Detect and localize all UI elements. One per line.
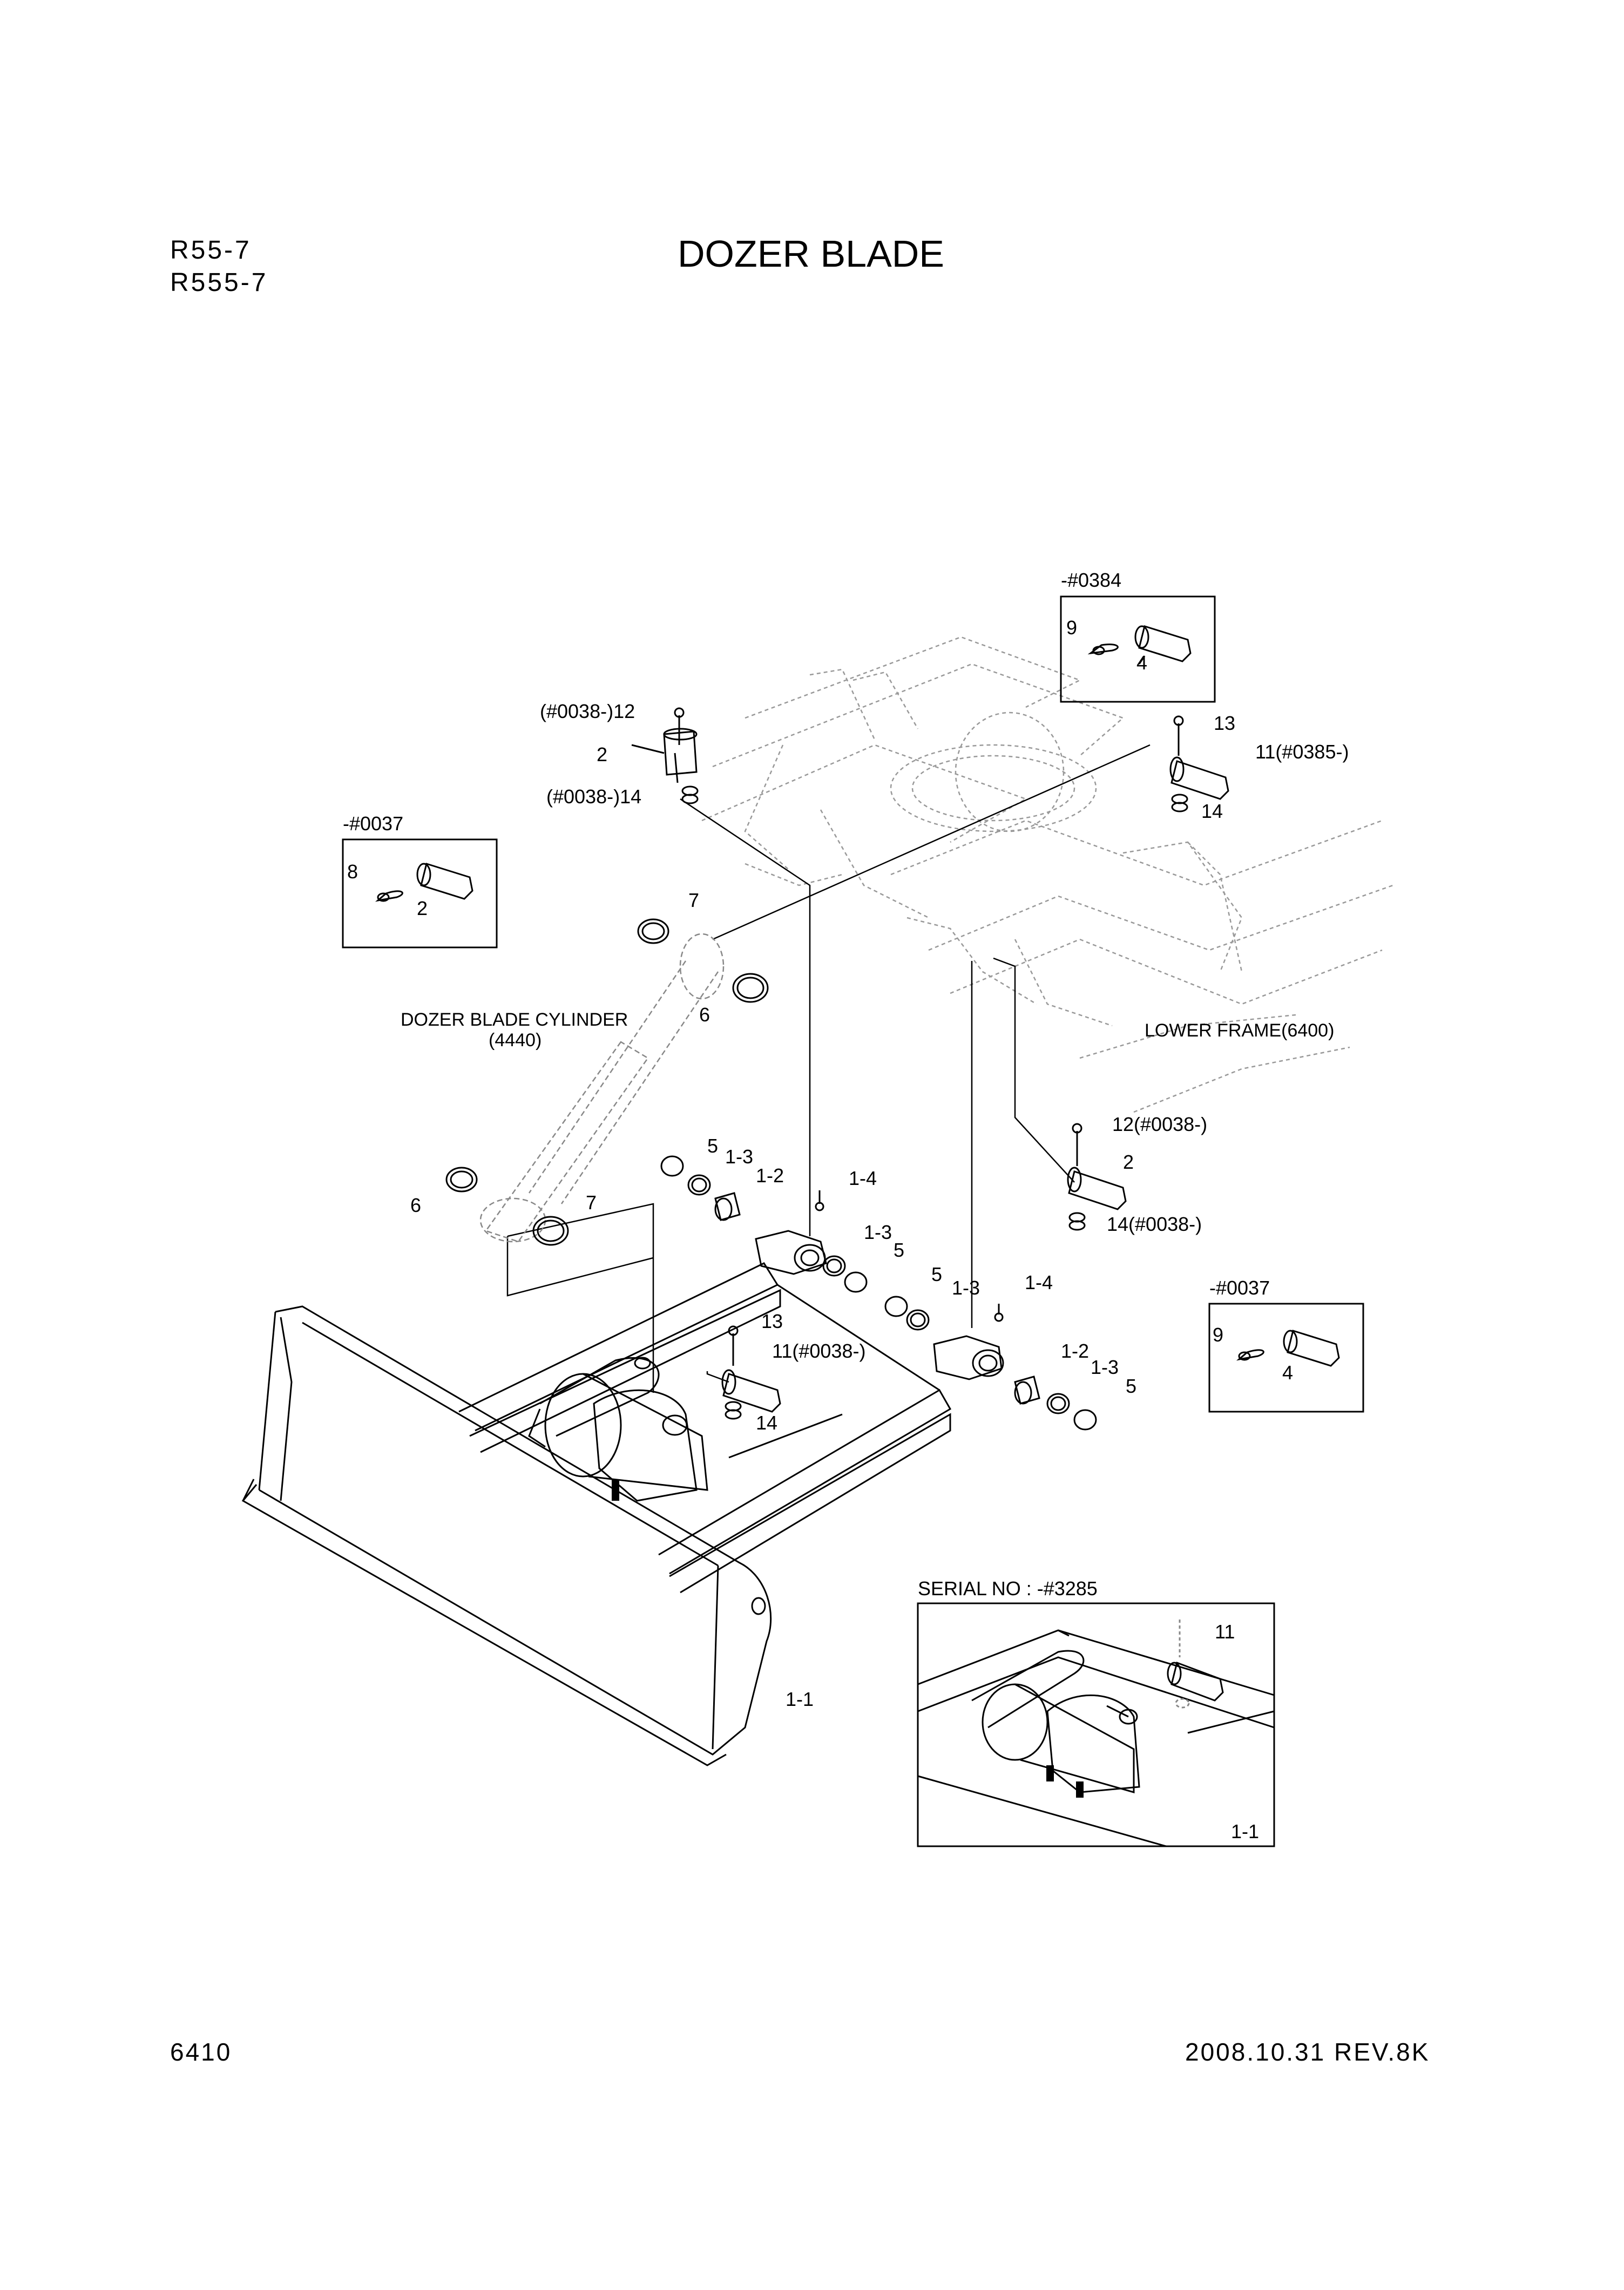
callout-11: 11(#0385-) [1255,741,1349,763]
pin-with-bolt-icon [721,1325,781,1420]
cylinder-ref: (4440) [489,1030,542,1051]
callout-9: 9 [1213,1324,1224,1346]
page-title: DOZER BLADE [678,233,944,275]
pin-icon [1236,1330,1340,1367]
inset-box-right [1208,1303,1364,1413]
callout-1-3: 1-3 [864,1221,892,1243]
callout-5: 5 [894,1239,905,1261]
callout-2: 2 [597,743,608,765]
lower-frame-ghost [701,636,1393,1113]
callout-8: 8 [347,861,358,883]
inset-serial-left: -#0037 [343,812,404,835]
callout-5: 5 [1126,1375,1137,1397]
callout-11: 11 [1215,1621,1235,1643]
inset-serial-right: -#0037 [1209,1277,1270,1299]
callout-1-4: 1-4 [849,1167,877,1189]
callout-9: 9 [1066,616,1078,639]
callout-1-3: 1-3 [952,1277,980,1299]
date-revision: 2008.10.31 REV.8K [1185,2038,1430,2066]
callout-6: 6 [699,1004,710,1026]
callout-13: 13 [1214,712,1236,734]
inset-box-left [342,838,498,948]
cylinder-label: DOZER BLADE CYLINDER [401,1010,628,1030]
serial-inset-frame [917,1620,1275,1847]
pin-icon [1087,625,1192,665]
pin-with-bolt-icon [1169,715,1229,812]
callout-4: 4 [1136,652,1148,674]
callout-1-1: 1-1 [1231,1820,1260,1842]
callout-2: 2 [1123,1151,1134,1173]
lower-frame-label: LOWER FRAME(6400) [1145,1020,1335,1041]
callout-1-1: 1-1 [786,1688,814,1710]
callout-14: (#0038-)14 [546,785,642,808]
callout-14: 14 [756,1412,778,1434]
cylinder-ghost [479,933,725,1243]
callout-5: 5 [931,1263,943,1285]
pin-with-bolt-icon [631,707,699,804]
callout-12: 12(#0038-) [1112,1113,1208,1135]
callout-5: 5 [707,1135,719,1157]
callout-2: 2 [417,897,428,919]
page-number: 6410 [170,2038,232,2066]
inset-serial-bottom: SERIAL NO : -#3285 [918,1577,1098,1600]
model-code-2: R555-7 [170,268,268,297]
inset-serial-top-right: -#0384 [1061,569,1122,591]
model-code-1: R55-7 [170,236,252,265]
inset-box-top-right [1060,595,1216,703]
callout-1-2: 1-2 [1061,1340,1090,1362]
callout-4: 4 [1282,1361,1294,1384]
callout-1-2: 1-2 [756,1164,784,1187]
callout-7: 7 [586,1191,597,1214]
callout-7: 7 [688,889,700,911]
dozer-frame [458,1230,1004,1594]
inset-box-serial [917,1602,1275,1847]
callout-12: (#0038-)12 [540,700,635,722]
callout-1-3: 1-3 [725,1146,754,1168]
callout-14: 14(#0038-) [1107,1213,1202,1235]
dozer-blade [241,1305,772,1766]
callout-13: 13 [761,1310,783,1332]
callout-14: 14 [1201,800,1223,822]
callout-6: 6 [410,1194,422,1216]
callout-1-3: 1-3 [1091,1356,1119,1378]
callout-11: 11(#0038-) [772,1340,866,1362]
pin-with-bolt-icon [1067,1123,1127,1231]
callout-1-4: 1-4 [1025,1271,1053,1293]
pin-icon [375,863,473,902]
